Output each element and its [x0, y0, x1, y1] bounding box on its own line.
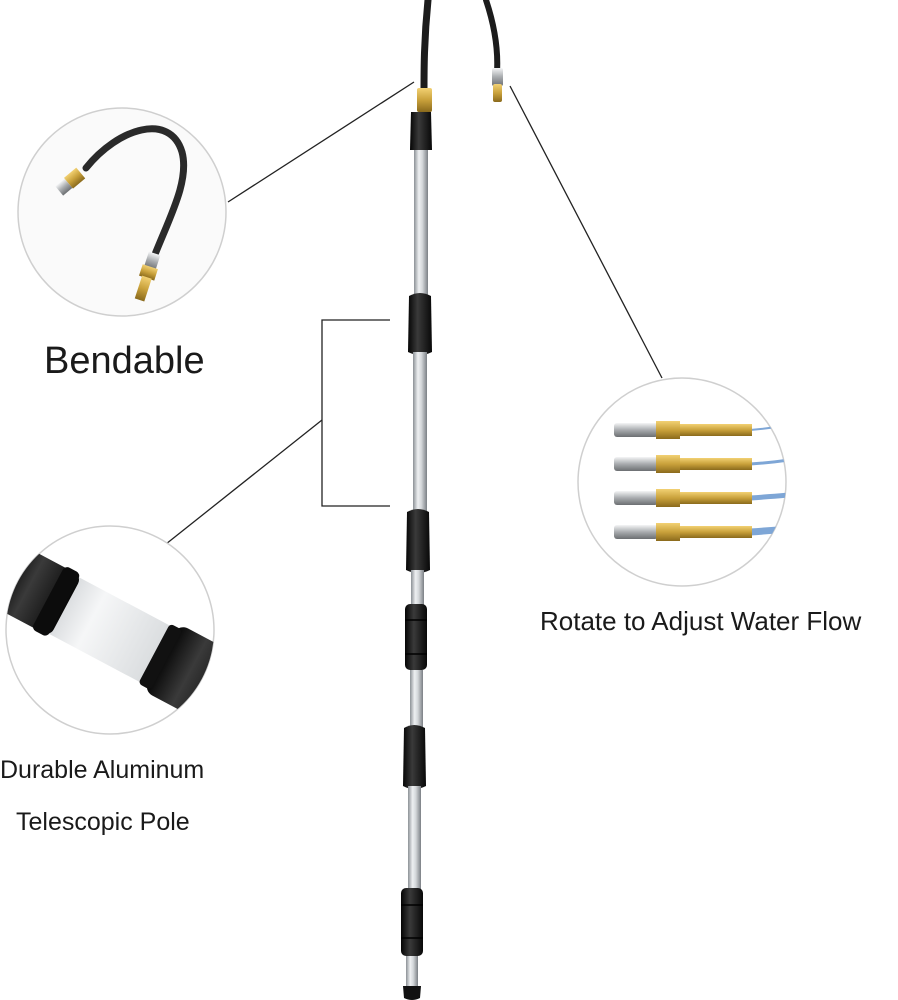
pole-callout-circle: [5, 525, 215, 735]
nozzle-row-2: [614, 455, 786, 473]
telescopic-pole: [401, 112, 432, 1000]
durable-aluminum-label: Durable Aluminum: [0, 756, 205, 784]
bendable-label: Bendable: [44, 340, 205, 382]
bendable-callout-circle: [17, 107, 227, 317]
rotate-water-flow-label: Rotate to Adjust Water Flow: [540, 606, 862, 636]
hose-pair: [417, 0, 503, 112]
nozzle-row-4: [614, 523, 786, 541]
leader-lines: [165, 81, 663, 545]
telescopic-pole-label: Telescopic Pole: [16, 808, 190, 836]
nozzle-callout-circle: [577, 377, 787, 587]
nozzle-row-1: [614, 419, 786, 439]
nozzle-row-3: [614, 489, 786, 507]
